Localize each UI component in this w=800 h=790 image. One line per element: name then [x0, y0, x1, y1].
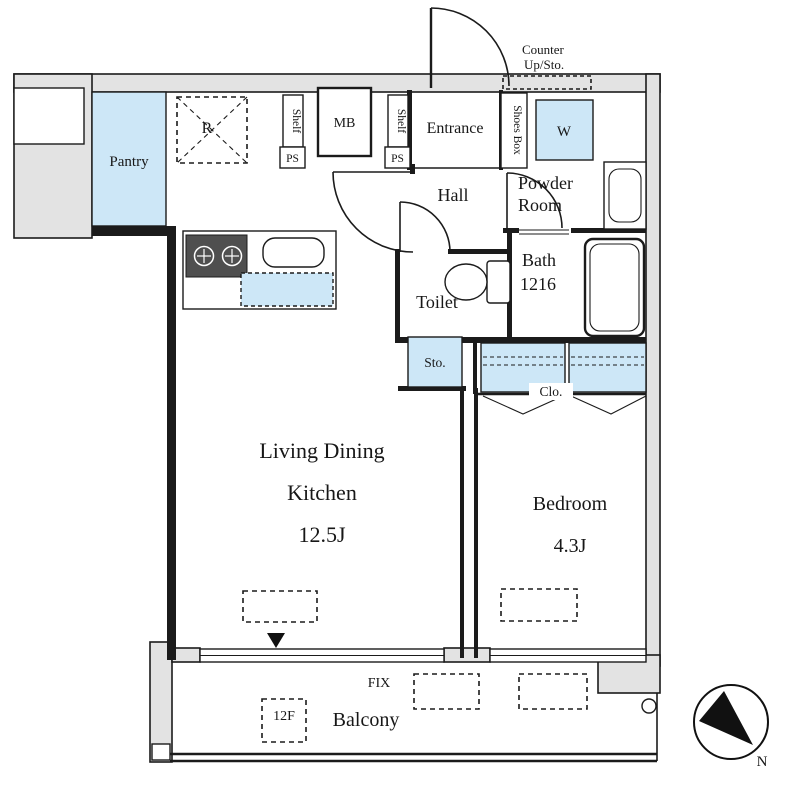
entrance-label: Entrance [427, 120, 484, 137]
meter-box-label: MB [334, 116, 356, 131]
evacuation-hatch [261, 698, 307, 743]
partition-left-line [460, 388, 464, 658]
closet-label-bg [529, 383, 573, 400]
bedroom-size-label: 4.3J [554, 535, 587, 557]
fixtures [91, 75, 647, 743]
pantry-bottom-wall [92, 226, 176, 236]
ps-right-box [384, 146, 411, 169]
closet-right [568, 342, 647, 393]
stove-burner-1 [193, 245, 215, 267]
partition-right-line [474, 388, 478, 658]
balcony-left-post [151, 743, 171, 761]
storage-label: Sto. [424, 355, 445, 370]
balcony-drain-icon [641, 698, 657, 714]
ps-left-box [279, 146, 306, 169]
hatch-label: 12F [273, 709, 295, 724]
balcony-label: Balcony [333, 709, 400, 731]
shoes-box [500, 92, 528, 169]
ldk-label-line1: Living Dining [259, 438, 384, 463]
ldk-door-arc [332, 171, 414, 253]
shelf-right-label: Shelf [395, 109, 407, 133]
bottom-wall-mid-piece [443, 647, 491, 663]
entrance-left-wall [407, 90, 412, 170]
pantry-label: Pantry [109, 154, 149, 170]
closet-label: Clo. [540, 384, 563, 399]
toilet-left-wall [395, 249, 400, 341]
counter-note-line1: Counter [522, 42, 565, 57]
closet-folding-door-left [482, 395, 564, 415]
closet-folding-door-right [570, 395, 647, 415]
washer-space [535, 99, 594, 161]
bath-closet-wall [395, 337, 646, 343]
toilet-top-wall [448, 249, 512, 254]
north-label: N [757, 754, 768, 770]
fridge-label: R [202, 120, 213, 137]
ps-right-label: PS [391, 153, 404, 165]
bathtub-inner [589, 243, 640, 332]
powder-bath-wall-left [503, 228, 519, 233]
bath-size-label: 1216 [520, 274, 556, 294]
storage-bottom-wall [398, 386, 466, 391]
pantry-room [91, 91, 167, 227]
fridge-diagonal-2 [176, 96, 248, 164]
fix-window-label: FIX [368, 676, 391, 691]
bottom-wall-left-piece [171, 647, 201, 663]
washer-label: W [557, 124, 572, 140]
powder-room-label-line1: Powder [518, 173, 573, 193]
closet-left-wall [473, 343, 477, 394]
toilet-bowl-icon [444, 263, 488, 301]
counter-upper-storage [502, 75, 592, 90]
structure-walls [13, 73, 661, 763]
meter-box [316, 86, 373, 158]
washbasin-bowl-icon [608, 168, 642, 223]
bedroom-label: Bedroom [533, 493, 608, 515]
storage-box [407, 336, 463, 388]
bedroom-furniture-placeholder [500, 588, 578, 622]
north-compass [693, 684, 769, 760]
entrance-door-arc [430, 7, 510, 87]
stove-burner-2 [221, 245, 243, 267]
ldk-label-line2: Kitchen [287, 480, 357, 505]
balcony-left-band [149, 641, 173, 763]
ldk-left-wall [167, 234, 176, 660]
labels: Counter Up/Sto. Pantry R Shelf PS MB She… [109, 42, 767, 770]
ldk-furniture-placeholder [242, 590, 318, 623]
counter-note-line2: Up/Sto. [524, 57, 564, 72]
right-wall-band [645, 73, 661, 667]
powder-room-label-line2: Room [518, 195, 562, 215]
toilet-label: Toilet [416, 292, 458, 312]
north-arrow-icon [699, 691, 753, 745]
toilet-tank-icon [486, 260, 511, 304]
powder-door-arc [506, 172, 563, 229]
kitchen-sink-icon [262, 237, 325, 268]
left-wall-notch [13, 87, 85, 145]
vent-triangle-icon [267, 633, 285, 648]
shelf-left-label: Shelf [290, 109, 302, 133]
toilet-door-arc [399, 201, 451, 253]
hall-label: Hall [438, 185, 469, 205]
doors [332, 7, 647, 415]
ps-left-label: PS [286, 153, 299, 165]
balcony-unit-placeholder-2 [518, 673, 588, 710]
windows [170, 633, 658, 763]
fridge-space [176, 96, 248, 164]
powder-bath-wall-right [571, 228, 646, 233]
kitchen-counter-overhang [240, 272, 334, 307]
hall-wall-stub [410, 164, 415, 174]
shoes-box-label: Shoes Box [511, 105, 523, 155]
bath-label: Bath [522, 250, 556, 270]
balcony-unit-placeholder-1 [413, 673, 480, 710]
washbasin-unit [603, 161, 647, 230]
bathtub-icon [583, 237, 646, 338]
ldk-size-label: 12.5J [298, 522, 346, 547]
